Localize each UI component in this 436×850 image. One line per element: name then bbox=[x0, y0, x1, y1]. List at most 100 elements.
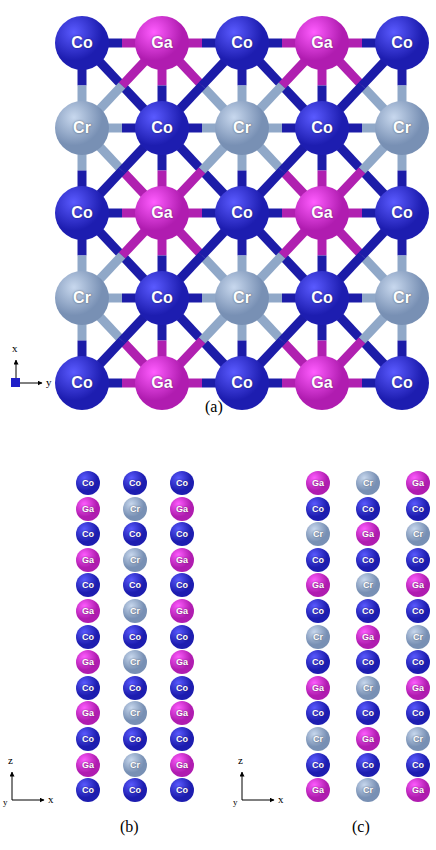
atom-sphere: Co bbox=[76, 778, 100, 802]
atom-sphere: Co bbox=[375, 186, 429, 240]
bond-half bbox=[238, 69, 247, 86]
atom-sphere: Co bbox=[170, 676, 194, 700]
element-symbol: Ga bbox=[312, 785, 324, 795]
element-symbol: Ga bbox=[82, 760, 94, 770]
bond-half bbox=[122, 147, 144, 171]
element-symbol: Co bbox=[412, 760, 424, 770]
element-symbol: Ga bbox=[82, 555, 94, 565]
bond-half bbox=[202, 317, 224, 341]
bond-half bbox=[362, 147, 384, 171]
bond-half bbox=[340, 317, 362, 341]
bond bbox=[348, 128, 376, 129]
bond-half bbox=[340, 256, 362, 280]
atom-sphere: Co bbox=[123, 573, 147, 597]
panel-caption: (c) bbox=[352, 818, 370, 836]
bond-half bbox=[398, 154, 407, 171]
atom-sphere: Co bbox=[123, 522, 147, 546]
bond-half bbox=[282, 39, 296, 48]
element-symbol: Co bbox=[151, 119, 172, 137]
bond-half bbox=[202, 86, 224, 110]
atom-sphere: Cr bbox=[55, 101, 109, 155]
atom-sphere: Co bbox=[55, 356, 109, 410]
bond bbox=[162, 69, 163, 102]
bond bbox=[260, 317, 304, 364]
atom-sphere: Ga bbox=[306, 676, 330, 700]
bond-half bbox=[202, 379, 216, 388]
bond-half bbox=[268, 124, 282, 133]
element-symbol: Ga bbox=[82, 708, 94, 718]
bond bbox=[242, 324, 243, 357]
bond-half bbox=[122, 294, 136, 303]
bond bbox=[188, 43, 216, 44]
element-symbol: Co bbox=[82, 785, 94, 795]
axis-triad-a bbox=[11, 360, 42, 387]
atom-sphere: Ga bbox=[356, 522, 380, 546]
atom-sphere: Cr bbox=[375, 271, 429, 325]
bond-half bbox=[398, 86, 407, 103]
atom-sphere: Co bbox=[406, 548, 430, 572]
element-symbol: Cr bbox=[313, 734, 323, 744]
element-symbol: Co bbox=[391, 374, 412, 392]
element-symbol: Co bbox=[311, 289, 332, 307]
bond-half bbox=[100, 62, 122, 86]
atom-sphere: Co bbox=[406, 753, 430, 777]
bond-half bbox=[202, 209, 216, 218]
atom-sphere: Cr bbox=[123, 497, 147, 521]
atom-sphere: Co bbox=[76, 471, 100, 495]
bond-half bbox=[122, 232, 144, 256]
element-symbol: Co bbox=[412, 504, 424, 514]
atom-sphere: Ga bbox=[406, 778, 430, 802]
bond-half bbox=[268, 39, 282, 48]
bond-half bbox=[100, 171, 122, 195]
atom-sphere: Ga bbox=[76, 753, 100, 777]
bond-half bbox=[188, 209, 202, 218]
bond-half bbox=[180, 171, 202, 195]
element-symbol: Ga bbox=[412, 683, 424, 693]
bond-half bbox=[238, 239, 247, 256]
bond-half bbox=[180, 147, 202, 171]
bond-half bbox=[238, 86, 247, 103]
atom-sphere: Co bbox=[215, 186, 269, 240]
atom-sphere: Co bbox=[76, 727, 100, 751]
atom-sphere: Co bbox=[306, 701, 330, 725]
bond-half bbox=[108, 124, 122, 133]
atom-sphere: Co bbox=[76, 676, 100, 700]
element-symbol: Co bbox=[151, 289, 172, 307]
bond-half bbox=[78, 239, 87, 256]
element-symbol: Co bbox=[391, 34, 412, 52]
element-symbol: Cr bbox=[233, 289, 251, 307]
element-symbol: Cr bbox=[130, 657, 140, 667]
bond-half bbox=[180, 62, 202, 86]
axis-label: z bbox=[238, 754, 243, 766]
atom-sphere: Co bbox=[406, 701, 430, 725]
bond bbox=[340, 62, 384, 109]
element-symbol: Co bbox=[82, 580, 94, 590]
atom-sphere: Cr bbox=[55, 271, 109, 325]
bond-half bbox=[318, 341, 327, 358]
atom-sphere: Cr bbox=[356, 471, 380, 495]
element-symbol: Co bbox=[129, 478, 141, 488]
atom-sphere: Co bbox=[170, 778, 194, 802]
atom-sphere: Ga bbox=[135, 186, 189, 240]
atom-sphere: Cr bbox=[123, 599, 147, 623]
atom-sphere: Ga bbox=[406, 573, 430, 597]
element-symbol: Cr bbox=[313, 632, 323, 642]
atom-sphere: Co bbox=[406, 599, 430, 623]
bond-half bbox=[108, 39, 122, 48]
bond-half bbox=[318, 324, 327, 341]
atom-sphere: Ga bbox=[306, 471, 330, 495]
bond-half bbox=[188, 39, 202, 48]
atom-sphere: Co bbox=[123, 778, 147, 802]
element-symbol: Ga bbox=[311, 34, 332, 52]
bond-half bbox=[188, 294, 202, 303]
panel-caption: (b) bbox=[120, 818, 139, 836]
bond-half bbox=[202, 256, 224, 280]
element-symbol: Co bbox=[412, 606, 424, 616]
element-symbol: Cr bbox=[413, 529, 423, 539]
bond-half bbox=[348, 209, 362, 218]
element-symbol: Ga bbox=[151, 204, 172, 222]
atom-sphere: Ga bbox=[170, 599, 194, 623]
element-symbol: Co bbox=[312, 555, 324, 565]
element-symbol: Ga bbox=[151, 374, 172, 392]
